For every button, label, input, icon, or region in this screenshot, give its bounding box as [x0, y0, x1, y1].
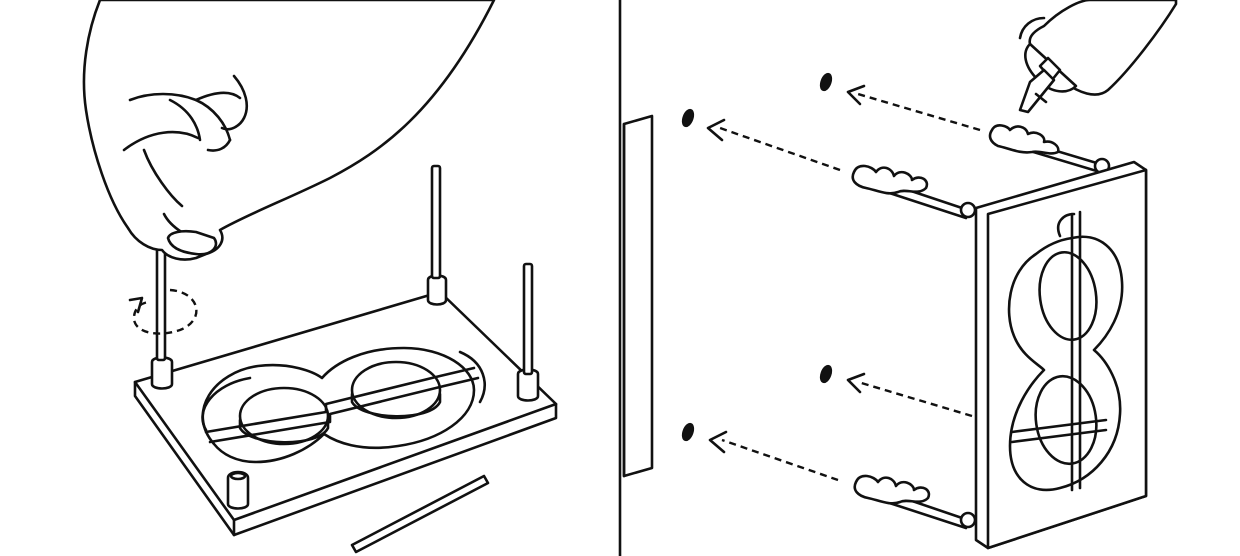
back-wall	[622, 114, 654, 478]
hand-icon	[82, 0, 496, 261]
thumbnail	[166, 229, 218, 256]
loose-rod	[350, 474, 490, 554]
upper-circle	[1038, 250, 1098, 342]
base-plate	[133, 290, 558, 537]
left-panel	[82, 0, 558, 554]
figure-eight-cutout	[201, 346, 486, 464]
frame-with-figure-eight	[974, 160, 1148, 550]
glue-beads	[851, 124, 1060, 505]
left-circle	[238, 386, 330, 446]
rotation-arrow-icon	[128, 288, 198, 335]
holes	[681, 72, 833, 442]
glue-tube-icon	[1018, 0, 1178, 114]
dashed-arrows	[706, 84, 981, 482]
right-panel	[622, 0, 1178, 550]
